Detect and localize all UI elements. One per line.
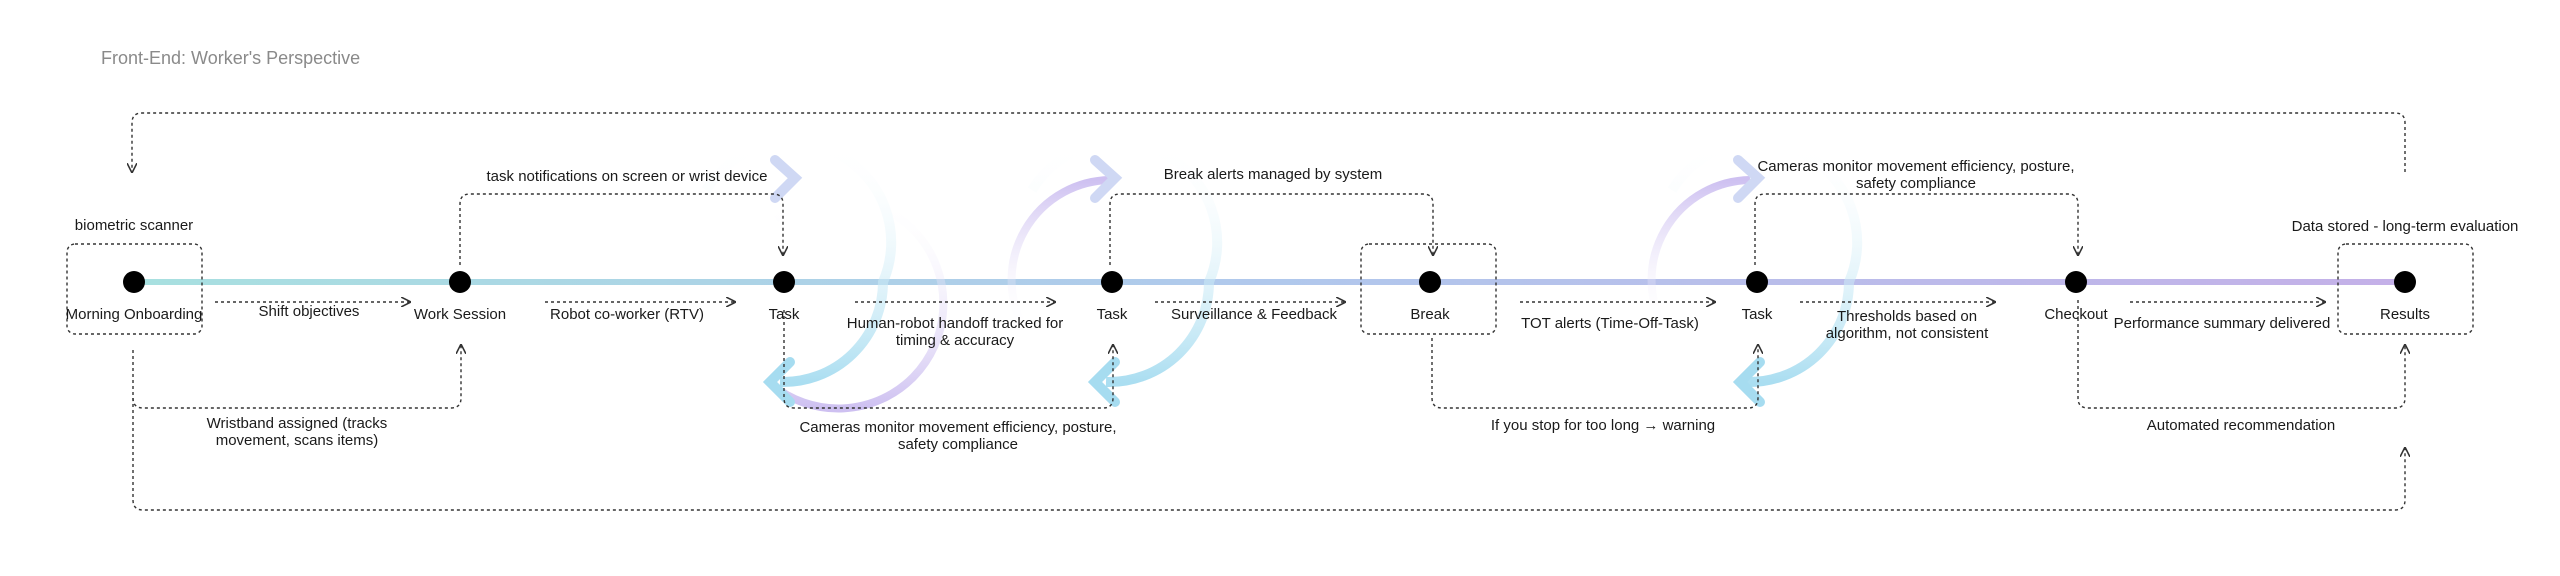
- annotation-stop-warning: If you stop for too long → warning: [1491, 417, 1715, 434]
- edge-label: Performance summary delivered: [2114, 315, 2331, 332]
- node-label: Break: [1410, 306, 1450, 323]
- connector-break-alerts: [1109, 193, 1433, 265]
- annotation-cameras-top: Cameras monitor movement efficiency, pos…: [1757, 158, 2074, 175]
- edge-label: Robot co-worker (RTV): [550, 306, 704, 323]
- break-box: [1360, 243, 1497, 335]
- onboarding-box: [66, 243, 203, 335]
- annotation-biometric-scanner: biometric scanner: [75, 217, 193, 234]
- node-dot: [2394, 271, 2416, 293]
- node-dot: [773, 271, 795, 293]
- annotation-task-notifications: task notifications on screen or wrist de…: [487, 168, 768, 185]
- annotation-cameras-top: safety compliance: [1856, 175, 1976, 192]
- edge-label: timing & accuracy: [896, 332, 1015, 349]
- node-dot: [1419, 271, 1441, 293]
- node-label: Checkout: [2044, 306, 2108, 323]
- loop-task-1: [701, 137, 948, 413]
- node-dot: [1101, 271, 1123, 293]
- main-timeline: [133, 279, 2403, 285]
- feedback-loop-top: [132, 112, 2406, 172]
- edge-label: algorithm, not consistent: [1826, 325, 1989, 342]
- connector-wristband: [132, 345, 461, 409]
- node-dot: [449, 271, 471, 293]
- edge-label: Thresholds based on: [1837, 308, 1977, 325]
- annotation-wristband: Wristband assigned (tracks: [207, 415, 388, 432]
- node-label: Task: [769, 306, 800, 323]
- connector-cameras-top: [1754, 193, 2078, 265]
- feedback-loop-bottom: [132, 398, 2405, 511]
- edge-label: Shift objectives: [259, 303, 360, 320]
- loop-task-2: [1007, 137, 1223, 407]
- loop-task-3: [1647, 137, 1863, 407]
- node-label: Task: [1097, 306, 1128, 323]
- edge-label: Human-robot handoff tracked for: [847, 315, 1064, 332]
- node-dot: [123, 271, 145, 293]
- node-label: Task: [1742, 306, 1773, 323]
- annotation-cameras-bottom: Cameras monitor movement efficiency, pos…: [799, 419, 1116, 436]
- node-label: Morning Onboarding: [66, 306, 203, 323]
- node-label: Work Session: [414, 306, 506, 323]
- connector-automated-recommendation: [2077, 300, 2405, 409]
- annotation-data-stored: Data stored - long-term evaluation: [2292, 218, 2519, 235]
- node-dot: [1746, 271, 1768, 293]
- node-dot: [2065, 271, 2087, 293]
- annotation-wristband: movement, scans items): [216, 432, 379, 449]
- node-label: Results: [2380, 306, 2430, 323]
- edge-label: TOT alerts (Time-Off-Task): [1521, 315, 1699, 332]
- connector-stop-warning: [1431, 338, 1758, 409]
- results-box: [2337, 243, 2474, 335]
- annotation-automated-recommendation: Automated recommendation: [2147, 417, 2335, 434]
- edge-label: Surveillance & Feedback: [1171, 306, 1337, 323]
- annotation-cameras-bottom: safety compliance: [898, 436, 1018, 453]
- connector-cameras-bottom: [783, 310, 1113, 409]
- page-title: Front-End: Worker's Perspective: [101, 48, 360, 68]
- annotation-break-alerts: Break alerts managed by system: [1164, 166, 1382, 183]
- connector-task-notifications: [459, 193, 783, 265]
